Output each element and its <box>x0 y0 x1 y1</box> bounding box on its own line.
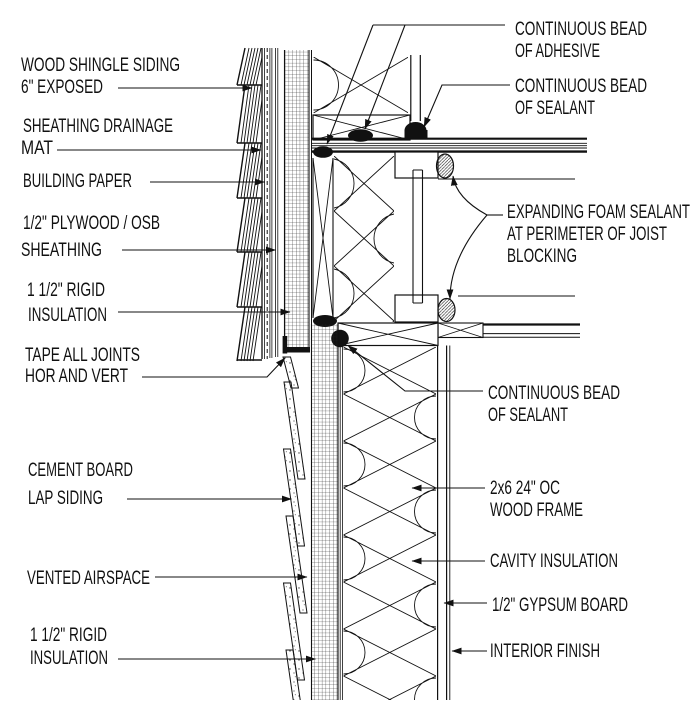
wood-shingle-siding-hatch <box>236 47 262 362</box>
leader-foam-bottom <box>446 214 488 300</box>
upper-wall-gypsum-board <box>410 55 421 121</box>
label-drainage-mat-line2: MAT <box>21 137 53 159</box>
plywood-osb-sheathing-lines <box>269 48 279 358</box>
label-adhesive-line1: CONTINUOUS BEAD <box>515 18 647 40</box>
label-foam-line2: AT PERIMETER OF JOIST <box>507 223 667 245</box>
rigid-insulation-upper <box>283 50 312 353</box>
sheathing-drainage-mat-lines <box>261 48 265 359</box>
label-plywood-line2: SHEATHING <box>21 239 102 261</box>
leader-foam-top <box>450 175 488 216</box>
lower-wall-gypsum-board <box>437 345 448 700</box>
label-rigid-lower-line2: INSULATION <box>30 647 108 669</box>
label-plywood-line1: 1/2" PLYWOOD / OSB <box>23 212 160 234</box>
ceiling-assembly <box>437 322 580 339</box>
leader-adhesive-branch-1 <box>326 24 374 145</box>
leader-sealant-upper <box>423 84 510 128</box>
leader-tape-joints <box>142 357 286 378</box>
label-wood-shingle-line1: WOOD SHINGLE SIDING <box>21 54 180 76</box>
expanding-foam-sealant-top <box>435 153 455 179</box>
label-tape-line2: HOR AND VERT <box>25 365 128 387</box>
floor-joist-lines <box>438 178 575 297</box>
sealant-bead-floor-corner <box>404 122 428 139</box>
label-building-paper: BUILDING PAPER <box>23 170 132 192</box>
label-sealant-upper-line2: OF SEALANT <box>515 97 595 119</box>
label-cement-board-line1: CEMENT BOARD <box>28 459 133 481</box>
label-wood-frame-line1: 2x6 24" OC <box>490 477 560 499</box>
joint-tape <box>282 336 310 354</box>
label-adhesive-line2: OF ADHESIVE <box>515 40 600 62</box>
lower-wall-top-plate <box>337 322 439 347</box>
label-foam-line3: BLOCKING <box>507 245 577 267</box>
label-cavity-insulation: CAVITY INSULATION <box>490 550 618 572</box>
label-sealant-upper-line1: CONTINUOUS BEAD <box>515 75 647 97</box>
rigid-insulation-lower <box>310 324 339 700</box>
label-gypsum-board: 1/2" GYPSUM BOARD <box>492 594 628 616</box>
label-rigid-upper-line1: 1 1/2" RIGID <box>27 279 105 301</box>
rim-joist-blocking <box>312 157 334 319</box>
label-rigid-lower-line1: 1 1/2" RIGID <box>30 624 107 646</box>
leader-sealant-lower <box>347 345 483 392</box>
label-wood-frame-line2: WOOD FRAME <box>490 499 583 521</box>
label-tape-line1: TAPE ALL JOINTS <box>25 344 140 366</box>
rim-cavity-insulation <box>334 156 394 322</box>
label-cement-board-line2: LAP SIDING <box>28 487 103 509</box>
leader-adhesive-branch-2 <box>364 24 406 130</box>
label-wood-shingle-line2: 6" EXPOSED <box>21 76 103 98</box>
label-sealant-lower-line2: OF SEALANT <box>488 404 568 426</box>
label-interior-finish: INTERIOR FINISH <box>490 640 600 662</box>
cement-board-lap-siding <box>282 356 308 700</box>
label-drainage-mat-line1: SHEATHING DRAINAGE <box>23 115 173 137</box>
label-foam-line1: EXPANDING FOAM SEALANT <box>507 201 690 223</box>
label-rigid-upper-line2: INSULATION <box>28 304 107 326</box>
lower-wall-sheathing-lines <box>339 345 343 700</box>
expanding-foam-sealant-bottom <box>437 297 456 323</box>
annotation-labels: WOOD SHINGLE SIDING 6" EXPOSED SHEATHING… <box>21 18 690 669</box>
label-sealant-lower-line1: CONTINUOUS BEAD <box>488 382 620 404</box>
upper-cavity-insulation <box>313 57 408 113</box>
leader-lines <box>57 24 510 663</box>
lower-cavity-insulation <box>343 347 436 700</box>
adhesive-beads <box>313 129 373 158</box>
label-vented-airspace: VENTED AIRSPACE <box>27 567 150 589</box>
